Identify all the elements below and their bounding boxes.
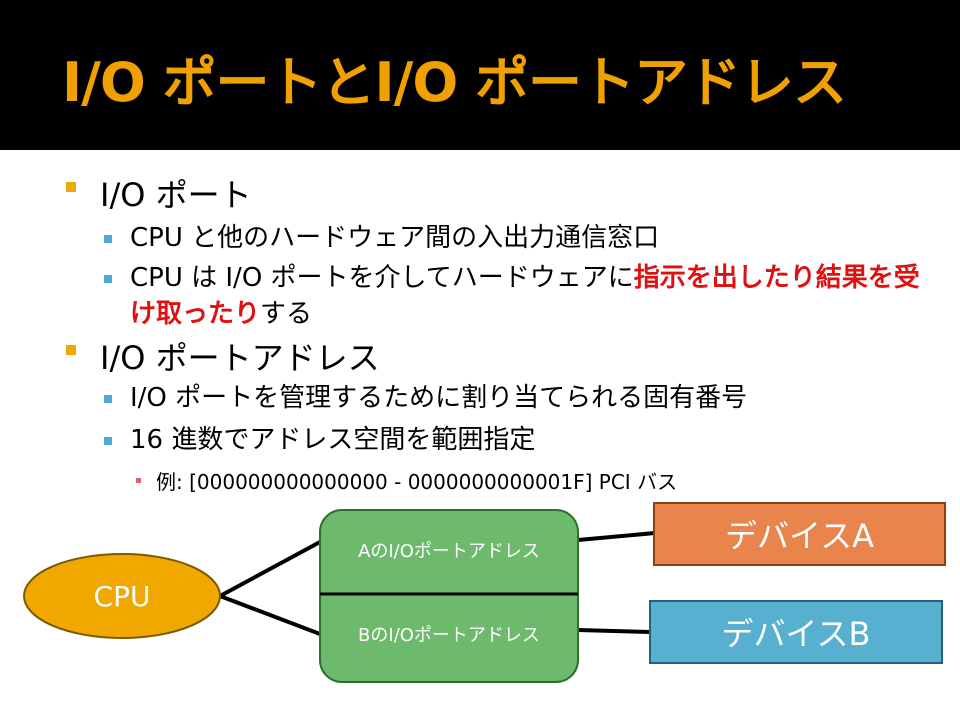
port-address-box: [319, 509, 579, 683]
bullet-marker: [104, 395, 112, 403]
bullet-io-port-address: I/O ポートアドレス: [100, 339, 380, 377]
cpu-node: [23, 553, 221, 639]
cpu-label: CPU: [93, 579, 151, 613]
device-a-node: [653, 502, 946, 566]
bullet-marker: [104, 235, 112, 243]
role-text-before: CPU は I/O ポートを介してハードウェアに: [130, 263, 634, 293]
bullet-marker: [66, 345, 76, 355]
bullet-io-port: I/O ポート: [100, 176, 252, 214]
device-b-label: デバイスB: [721, 615, 871, 653]
bullet-example-pci: 例: [000000000000000 - 0000000000001F] PC…: [156, 470, 678, 494]
bullet-marker: [136, 478, 141, 483]
bullet-io-port-role: CPU は I/O ポートを介してハードウェアに指示を出したり結果を受け取ったり…: [130, 260, 945, 332]
bullet-marker: [104, 437, 112, 445]
slide-title: I/O ポートとI/O ポートアドレス: [62, 51, 847, 114]
title-bar: I/O ポートとI/O ポートアドレス: [0, 0, 960, 150]
bullet-address-definition: I/O ポートを管理するために割り当てられる固有番号: [130, 383, 748, 413]
device-a-label: デバイスA: [725, 517, 874, 555]
bullet-marker: [66, 182, 76, 192]
port-b-label: BのI/Oポートアドレス: [358, 625, 540, 646]
port-a-label: AのI/Oポートアドレス: [358, 541, 540, 562]
bullet-io-port-definition: CPU と他のハードウェア間の入出力通信窓口: [130, 223, 660, 253]
bullet-address-range: 16 進数でアドレス空間を範囲指定: [130, 425, 536, 455]
port-a-to-device-a-line: [577, 531, 656, 542]
role-highlight: 指示を出したり結果を受け取ったり: [130, 263, 920, 329]
cpu-to-port-a-line: [219, 540, 321, 598]
port-b-to-device-b-line: [577, 628, 651, 634]
bullet-marker: [104, 275, 112, 283]
role-text-after: する: [260, 299, 313, 329]
device-b-node: [649, 600, 943, 664]
cpu-to-port-b-line: [219, 594, 321, 636]
